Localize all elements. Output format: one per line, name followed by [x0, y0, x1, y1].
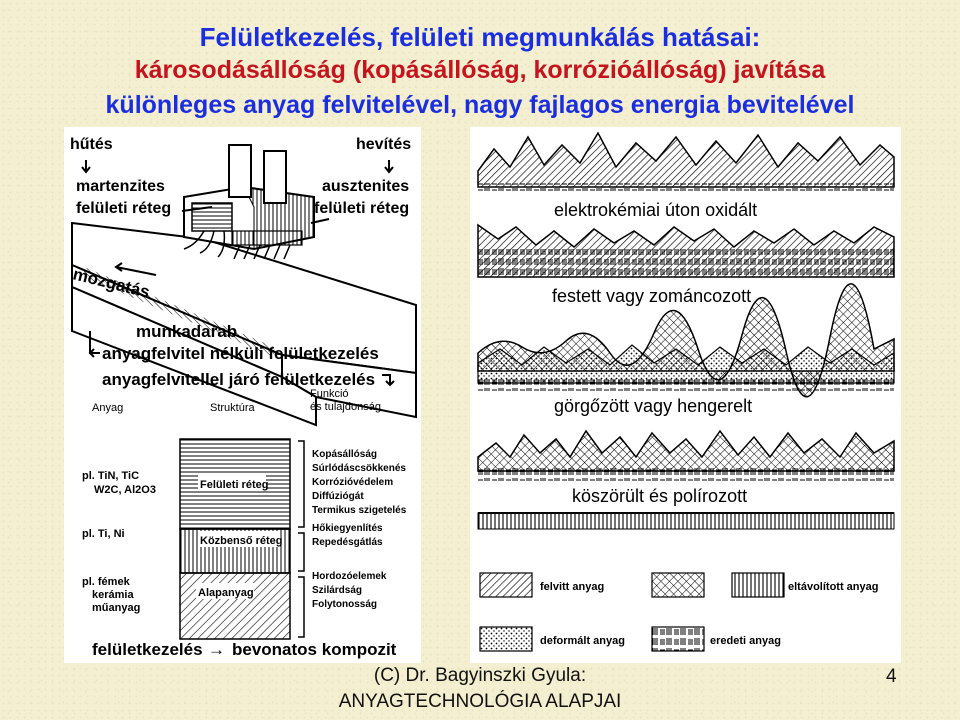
surface-treatment-diagram: hűtés hevítés martenzites felületi réteg… — [70, 136, 417, 659]
mat-bot-3: műanyag — [92, 602, 140, 614]
workpiece-block — [71, 221, 417, 427]
profile-label-painted: festett vagy zománcozott — [552, 286, 751, 306]
composite-to-label: bevonatos kompozit — [232, 640, 397, 659]
profile-painted — [477, 283, 895, 398]
profile-label-rolled: görgőzött vagy hengerelt — [554, 396, 752, 416]
mat-bot-1: pl. fémek — [82, 576, 131, 588]
function-list: Kopásállóság Súrlódáscsökkenés Korrózióv… — [312, 449, 407, 610]
function-item: Kopásállóság — [312, 449, 377, 460]
composite-from-label: felületkezelés — [92, 640, 203, 659]
profile-rolled — [477, 429, 895, 481]
mat-top-1: pl. TiN, TiC — [82, 470, 139, 482]
surface-profiles-panel: elektrokémiai úton oxidált festett vagy … — [470, 127, 901, 663]
cooling-label: hűtés — [70, 136, 113, 153]
layer-stack — [179, 438, 291, 640]
legend-swatch-deformed — [479, 626, 533, 652]
title-line-1: Felületkezelés, felületi megmunkálás hat… — [199, 22, 761, 52]
legend-label-removed: eltávolított anyag — [788, 581, 878, 593]
heating-label: hevítés — [356, 136, 411, 153]
legend-swatch-deposited — [479, 572, 533, 598]
layer-intermediate-label: Közbenső réteg — [200, 535, 283, 547]
layer-base-label: Alapanyag — [198, 587, 254, 599]
layer-surface-label: Felületi réteg — [200, 479, 268, 491]
without-deposit-label: anyagfelvitel nélküli felületkezelés — [102, 344, 379, 363]
header-function-1: Funkció — [310, 388, 349, 400]
martensite-label-2: felületi réteg — [76, 200, 171, 217]
legend: felvitt anyag eltávolított anyag deformá… — [479, 572, 878, 652]
martensite-label-1: martenzites — [76, 178, 165, 195]
function-item: Folytonosság — [312, 599, 377, 610]
composite-arrow: → — [208, 640, 225, 659]
mat-top-2: W2C, Al2O3 — [94, 484, 156, 496]
legend-label-deposited: felvitt anyag — [540, 581, 604, 593]
function-item: Hőkiegyenlítés — [312, 523, 383, 534]
workpiece-label: munkadarab — [136, 322, 237, 341]
legend-swatch-original — [651, 626, 705, 652]
footer-credit-line-1: (C) Dr. Bagyinszki Gyula: — [373, 665, 587, 686]
function-item: Termikus szigetelés — [312, 505, 407, 516]
function-item: Diffúziógát — [312, 491, 364, 502]
function-item: Korrózióvédelem — [312, 477, 393, 488]
austenite-label-1: ausztenites — [322, 178, 409, 195]
header-function-2: és tulajdonság — [310, 401, 381, 413]
profile-label-ground: köszörült és polírozott — [572, 486, 747, 506]
page-number: 4 — [886, 666, 897, 687]
legend-label-original: eredeti anyag — [710, 635, 781, 647]
function-item: Súrlódáscsökkenés — [312, 463, 406, 474]
surface-profiles-diagram: elektrokémiai úton oxidált festett vagy … — [477, 131, 895, 652]
function-item: Hordozóelemek — [312, 571, 387, 582]
legend-label-deformed: deformált anyag — [540, 635, 625, 647]
profile-oxidised — [477, 131, 895, 278]
title-line-2: károsodásállóság (kopásállóság, korrózió… — [134, 56, 826, 84]
function-item: Szilárdság — [312, 585, 362, 596]
mat-bot-2: kerámia — [92, 589, 134, 601]
with-deposit-label: anyagfelvitellel járó felületkezelés — [102, 370, 375, 389]
title-line-3: különleges anyag felvitelével, nagy fajl… — [105, 91, 855, 119]
legend-swatch-removed — [651, 572, 705, 598]
legend-swatch-removed-2 — [731, 572, 785, 598]
nozzle-apparatus — [183, 144, 315, 260]
header-material: Anyag — [92, 402, 123, 414]
surface-treatment-panel: hűtés hevítés martenzites felületi réteg… — [64, 127, 421, 663]
profile-label-oxidised: elektrokémiai úton oxidált — [554, 200, 757, 220]
footer-credit-line-2: ANYAGTECHNOLÓGIA ALAPJAI — [338, 691, 622, 712]
header-structure: Struktúra — [210, 402, 256, 414]
footer-credit: (C) Dr. Bagyinszki Gyula: ANYAGTECHNOLÓG… — [300, 663, 660, 715]
austenite-label-2: felületi réteg — [314, 200, 409, 217]
mat-mid: pl. Ti, Ni — [82, 528, 125, 540]
function-item: Repedésgátlás — [312, 537, 383, 548]
profile-ground — [477, 512, 895, 530]
